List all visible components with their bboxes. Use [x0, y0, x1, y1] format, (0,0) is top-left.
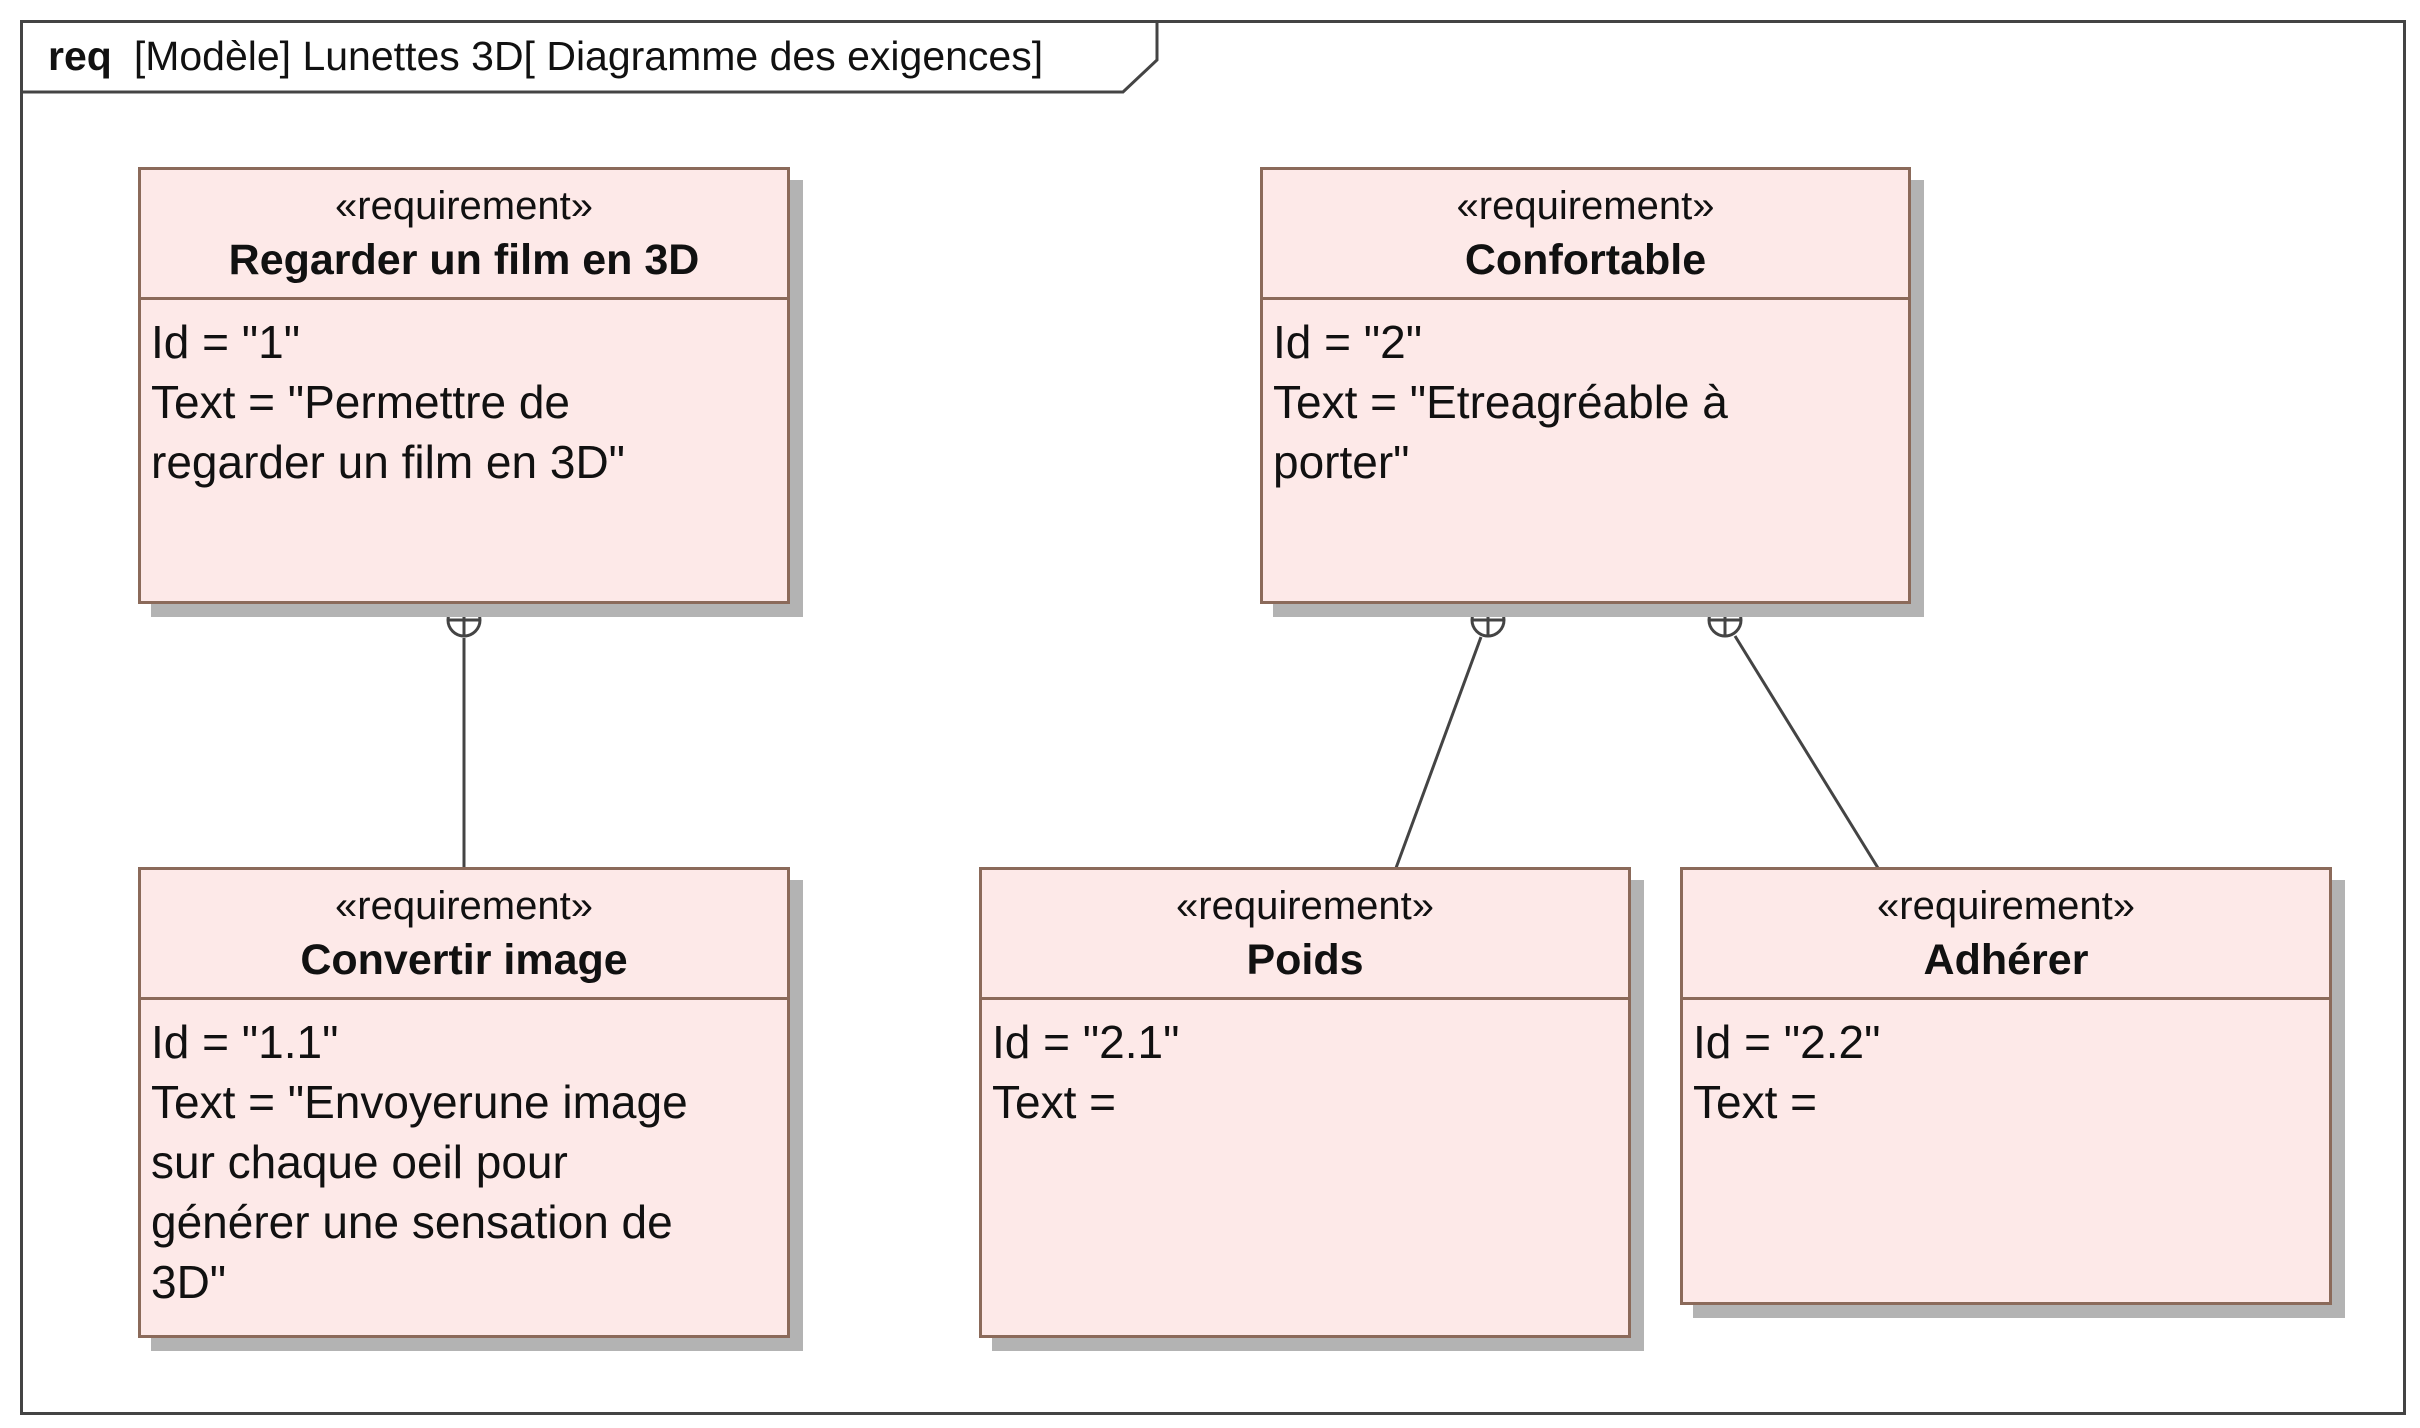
requirement-name: Confortable — [1464, 236, 1707, 284]
requirement-stereotype: «requirement» — [1176, 884, 1434, 928]
requirement-text-line: Text = "Etreagréable à — [1273, 376, 1728, 428]
requirement-id: Id = "2.2" — [1693, 1016, 1881, 1068]
requirement-regarder-un-film-en-3d[interactable]: «requirement» Regarder un film en 3D Id … — [138, 167, 790, 604]
requirement-adherer[interactable]: «requirement» Adhérer Id = "2.2" Text = — [1680, 867, 2332, 1305]
requirement-text-line: Text = — [1693, 1076, 1818, 1128]
requirement-text-line: Text = "Envoyerune image — [151, 1076, 688, 1128]
requirement-header: «requirement» Poids — [982, 870, 1628, 1000]
frame-keyword: req — [48, 33, 112, 79]
requirement-text-line: sur chaque oeil pour — [151, 1136, 568, 1188]
requirement-confortable[interactable]: «requirement» Confortable Id = "2" Text … — [1260, 167, 1911, 604]
requirement-properties: Id = "2.1" Text = — [982, 1000, 1628, 1132]
containment-link-1-1.1[interactable] — [446, 602, 482, 868]
requirement-properties: Id = "1" Text = "Permettre de regarder u… — [141, 300, 787, 492]
requirement-id: Id = "2" — [1273, 316, 1423, 368]
requirement-name: Poids — [1246, 936, 1364, 984]
requirement-stereotype: «requirement» — [1456, 184, 1715, 228]
requirement-stereotype: «requirement» — [1877, 884, 2135, 928]
requirement-header: «requirement» Convertir image — [141, 870, 787, 1000]
requirement-name: Adhérer — [1923, 936, 2089, 984]
requirement-text-line: générer une sensation de — [151, 1196, 673, 1248]
requirement-text-line: Text = "Permettre de — [151, 376, 571, 428]
requirement-text-line: regarder un film en 3D" — [151, 436, 625, 488]
diagram-frame — [20, 20, 2406, 1415]
requirement-properties: Id = "2" Text = "Etreagréable à porter" — [1263, 300, 1908, 492]
containment-link-2-2.2[interactable] — [1707, 602, 1880, 869]
requirement-id: Id = "1.1" — [151, 1016, 339, 1068]
requirement-text-line: Text = — [992, 1076, 1117, 1128]
requirement-properties: Id = "2.2" Text = — [1683, 1000, 2329, 1132]
frame-tab-outline — [20, 20, 1159, 94]
containment-link-2-2.1[interactable] — [1394, 602, 1506, 869]
requirement-id: Id = "2.1" — [992, 1016, 1180, 1068]
requirement-id: Id = "1" — [151, 316, 301, 368]
requirement-text-line: porter" — [1273, 436, 1410, 488]
requirement-stereotype: «requirement» — [335, 884, 593, 928]
requirement-header: «requirement» Regarder un film en 3D — [141, 170, 787, 300]
requirement-poids[interactable]: «requirement» Poids Id = "2.1" Text = — [979, 867, 1631, 1338]
requirement-stereotype: «requirement» — [335, 184, 593, 228]
requirement-name: Convertir image — [300, 936, 628, 984]
frame-title: req [Modèle] Lunettes 3D[ Diagramme des e… — [48, 34, 1043, 78]
requirement-header: «requirement» Confortable — [1263, 170, 1908, 300]
requirement-text-line: 3D" — [151, 1256, 227, 1308]
requirement-convertir-image[interactable]: «requirement» Convertir image Id = "1.1"… — [138, 867, 790, 1338]
requirement-header: «requirement» Adhérer — [1683, 870, 2329, 1000]
requirement-properties: Id = "1.1" Text = "Envoyerune image sur … — [141, 1000, 787, 1312]
frame-name: [Modèle] Lunettes 3D[ Diagramme des exig… — [133, 33, 1044, 79]
requirement-name: Regarder un film en 3D — [228, 236, 700, 284]
